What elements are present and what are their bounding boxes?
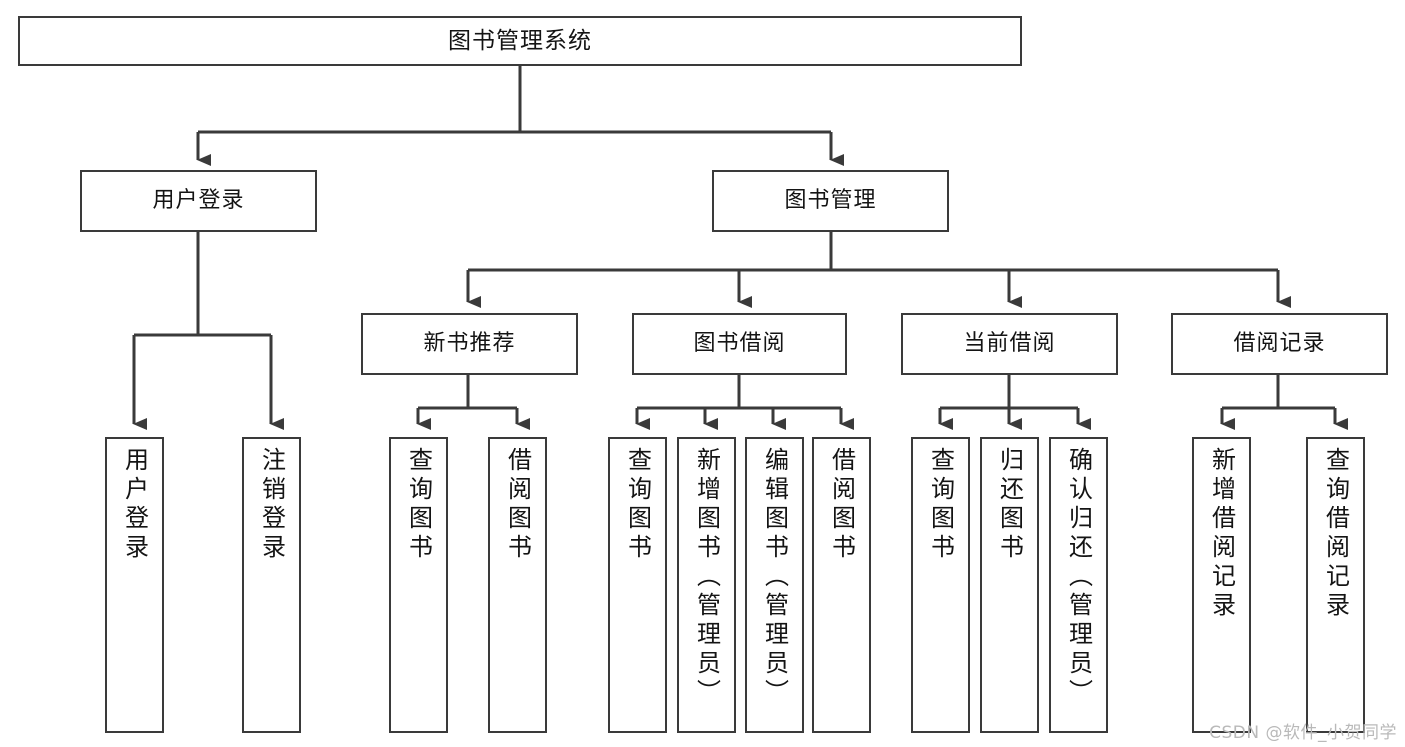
node-label: 查询图书 (623, 447, 652, 563)
node-label: 用户登录 (152, 188, 245, 214)
node-book-manage[interactable]: 图书管理 (712, 170, 949, 232)
node-user-login[interactable]: 用户登录 (80, 170, 317, 232)
node-book-borrow[interactable]: 图书借阅 (632, 313, 847, 375)
node-label: 注销登录 (257, 447, 286, 563)
leaf-borrow-add-book[interactable]: 新增图书（管理员） (677, 437, 736, 733)
node-label: 用户登录 (120, 447, 149, 563)
node-label: 图书借阅 (693, 331, 786, 357)
node-root-system[interactable]: 图书管理系统 (18, 16, 1022, 66)
node-label: 图书管理系统 (448, 27, 592, 54)
leaf-record-query[interactable]: 查询借阅记录 (1306, 437, 1365, 733)
leaf-borrow-edit-book[interactable]: 编辑图书（管理员） (745, 437, 804, 733)
node-label: 确认归还（管理员） (1064, 447, 1093, 708)
leaf-rec-borrow-book[interactable]: 借阅图书 (488, 437, 547, 733)
leaf-rec-query-book[interactable]: 查询图书 (389, 437, 448, 733)
node-label: 查询借阅记录 (1321, 447, 1350, 621)
node-label: 借阅记录 (1233, 331, 1326, 357)
node-label: 查询图书 (926, 447, 955, 563)
node-label: 查询图书 (404, 447, 433, 563)
node-current-borrow[interactable]: 当前借阅 (901, 313, 1118, 375)
node-label: 编辑图书（管理员） (760, 447, 789, 708)
leaf-current-return-book[interactable]: 归还图书 (980, 437, 1039, 733)
leaf-user-logout[interactable]: 注销登录 (242, 437, 301, 733)
leaf-record-add[interactable]: 新增借阅记录 (1192, 437, 1251, 733)
node-label: 新增借阅记录 (1207, 447, 1236, 621)
node-new-book-rec[interactable]: 新书推荐 (361, 313, 578, 375)
node-label: 归还图书 (995, 447, 1024, 563)
node-label: 当前借阅 (963, 331, 1056, 357)
node-label: 借阅图书 (503, 447, 532, 563)
leaf-user-login[interactable]: 用户登录 (105, 437, 164, 733)
leaf-borrow-borrow-book[interactable]: 借阅图书 (812, 437, 871, 733)
node-label: 借阅图书 (827, 447, 856, 563)
node-label: 图书管理 (784, 188, 877, 214)
leaf-current-confirm-return[interactable]: 确认归还（管理员） (1049, 437, 1108, 733)
node-borrow-record[interactable]: 借阅记录 (1171, 313, 1388, 375)
node-label: 新书推荐 (423, 331, 516, 357)
node-label: 新增图书（管理员） (692, 447, 721, 708)
leaf-current-query-book[interactable]: 查询图书 (911, 437, 970, 733)
leaf-borrow-query-book[interactable]: 查询图书 (608, 437, 667, 733)
